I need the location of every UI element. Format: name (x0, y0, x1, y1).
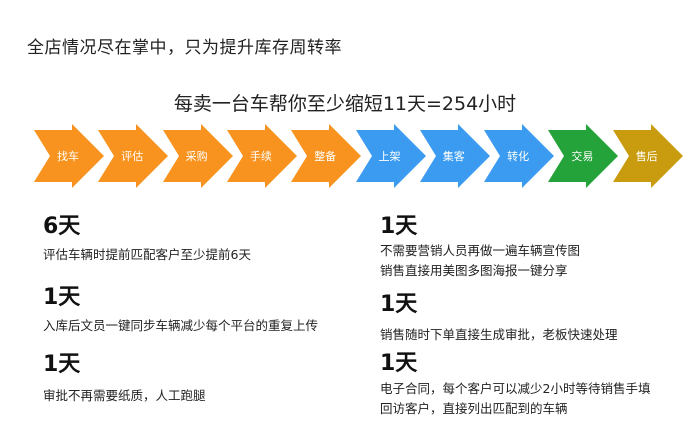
process-step-label: 上架 (378, 150, 401, 163)
process-step-label: 找车 (57, 150, 79, 163)
chevron-arrow-icon (484, 124, 555, 188)
subtitle: 每卖一台车帮你至少缩短11天=254小时 (173, 93, 517, 115)
saving-desc: 回访客户，直接列出匹配到的车辆 (380, 401, 568, 416)
saving-amount: 1天 (380, 292, 418, 317)
chevron-arrow-icon (226, 124, 297, 188)
chevron-arrow-icon (612, 124, 683, 188)
saving-amount: 1天 (380, 214, 418, 239)
process-step: 售后 (612, 124, 683, 188)
process-step-label: 售后 (635, 150, 658, 163)
process-step: 集客 (419, 124, 490, 188)
process-step: 转化 (484, 124, 555, 188)
saving-desc: 销售随时下单直接生成审批，老板快速处理 (380, 327, 618, 342)
saving-item: 6天 评估车辆时提前匹配客户至少提前6天 (43, 214, 363, 265)
chevron-arrow-icon (548, 124, 619, 188)
chevron-arrow-icon (419, 124, 490, 188)
page-title: 全店情况尽在掌中，只为提升库存周转率 (27, 38, 342, 58)
saving-amount: 1天 (43, 285, 81, 310)
saving-desc: 销售直接用美图多图海报一键分享 (380, 263, 568, 278)
saving-item: 1天 电子合同，每个客户可以减少2小时等待销售手填 回访客户，直接列出匹配到的车… (380, 351, 690, 419)
saving-desc: 审批不再需要纸质，人工跑腿 (43, 388, 206, 403)
process-step-label: 集客 (442, 150, 465, 163)
chevron-arrow-icon (34, 124, 104, 188)
saving-item: 1天 不需要营销人员再做一遍车辆宣传图 销售直接用美图多图海报一键分享 (380, 214, 690, 281)
saving-desc: 入库后文员一键同步车辆减少每个平台的重复上传 (43, 318, 319, 333)
chevron-arrow-icon (291, 124, 362, 188)
process-step: 采购 (162, 124, 233, 188)
process-step-label: 转化 (507, 150, 530, 163)
saving-desc: 评估车辆时提前匹配客户至少提前6天 (43, 247, 251, 262)
saving-amount: 6天 (43, 214, 81, 239)
saving-desc: 不需要营销人员再做一遍车辆宣传图 (380, 243, 581, 258)
process-flow: 找车 评估 采购 手续 整备 上架 集客 转化 交易 售后 (34, 124, 683, 188)
process-step: 找车 (34, 124, 104, 188)
process-step-label: 手续 (249, 150, 272, 163)
process-step: 上架 (355, 124, 426, 188)
process-step-label: 整备 (314, 150, 337, 163)
saving-item: 1天 入库后文员一键同步车辆减少每个平台的重复上传 (43, 285, 363, 336)
process-step-label: 采购 (185, 150, 208, 163)
process-step-label: 评估 (121, 150, 144, 163)
saving-amount: 1天 (43, 352, 81, 377)
saving-item: 1天 审批不再需要纸质，人工跑腿 (43, 352, 363, 406)
process-step-label: 交易 (571, 150, 594, 163)
process-step: 手续 (226, 124, 297, 188)
chevron-arrow-icon (162, 124, 233, 188)
chevron-arrow-icon (355, 124, 426, 188)
process-step: 整备 (291, 124, 362, 188)
process-step: 评估 (98, 124, 169, 188)
saving-amount: 1天 (380, 351, 418, 376)
process-step: 交易 (548, 124, 619, 188)
saving-desc: 电子合同，每个客户可以减少2小时等待销售手填 (380, 381, 651, 396)
chevron-arrow-icon (98, 124, 169, 188)
saving-item: 1天 销售随时下单直接生成审批，老板快速处理 (380, 292, 690, 345)
